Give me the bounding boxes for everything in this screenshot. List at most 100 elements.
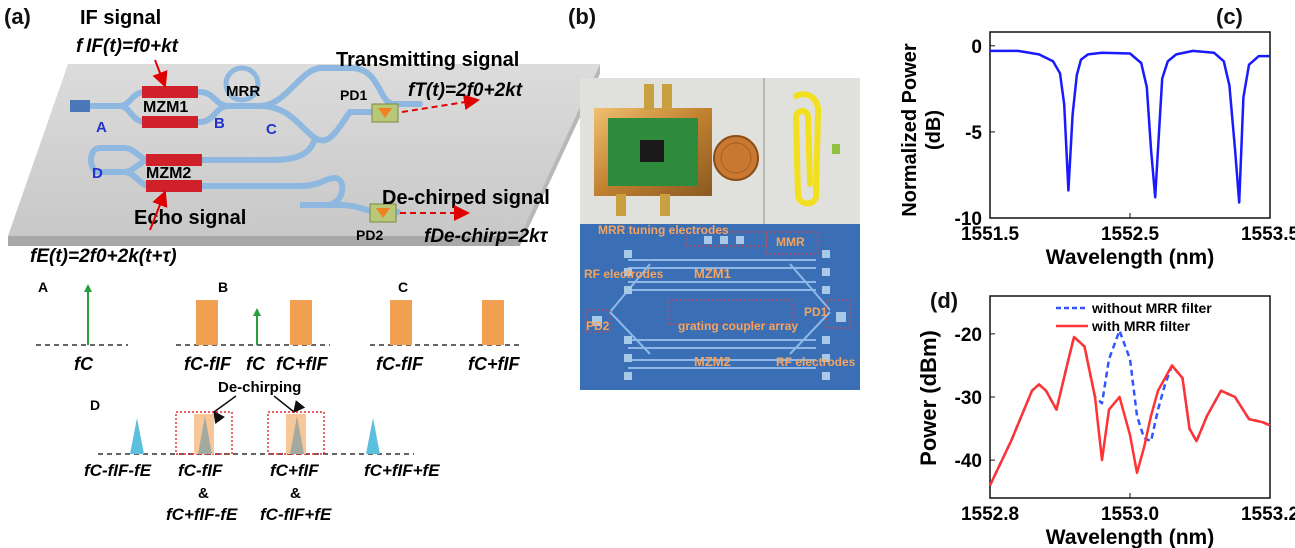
pd1-diode-icon [378, 108, 392, 118]
dechirp-arrow-left [213, 395, 237, 425]
mrr-tuning-label: MRR tuning electrodes [598, 223, 729, 237]
pd1-label: PD1 [340, 87, 367, 103]
point-b-label: B [214, 115, 225, 132]
rf-electrodes-left-label: RF electrodes [584, 267, 664, 281]
x-tick-label: 1552.5 [1101, 224, 1160, 245]
y-tick-label: -20 [955, 325, 982, 346]
rf-connector-4 [660, 194, 670, 216]
rf-connector-3 [616, 194, 626, 216]
echo-label: Echo signal [134, 207, 246, 229]
spectrum-b-freq-lower: fC-fIF [184, 354, 232, 374]
point-a-label: A [96, 119, 107, 136]
spectrum-b-freq-upper: fC+fIF [276, 354, 329, 374]
spectrum-a: A fC [36, 279, 128, 374]
x-tick-label: 1551.5 [961, 224, 1020, 245]
panel-a-label: (a) [4, 4, 31, 29]
spectrum-b-lower-sideband [196, 300, 218, 345]
micrograph-pads [592, 236, 846, 380]
mmr-label: MMR [776, 235, 805, 249]
micrograph-boxes [585, 231, 851, 333]
mzm2-label: MZM2 [146, 165, 191, 182]
y-tick-label: -5 [965, 123, 982, 144]
spectrum-d-sub-right: fC-fIF+fE [260, 505, 332, 524]
chip-platform-edge [8, 236, 520, 246]
spectrum-c-lower-sideband [390, 300, 412, 345]
spectrum-d: D De-chirping fC-fIF-fE fC-fIF fC+fIF fC… [84, 379, 440, 524]
mzm1-electrode-bottom [142, 116, 198, 128]
dechirp-arrow-right [273, 395, 306, 414]
spectrum-d-freq-1: fC-fIF [178, 461, 223, 480]
spectrum-d-freq-2: fC+fIF [270, 461, 319, 480]
if-arrow [152, 59, 168, 88]
coin-ring [720, 142, 752, 174]
rf-connector-2 [662, 84, 672, 110]
spectrum-d-echo-upper [366, 418, 380, 454]
mzm2-electrode-bottom [146, 180, 202, 192]
chip-pd2-label: PD2 [586, 319, 610, 333]
micrograph-labels: MRR tuning electrodes MMR RF electrodes … [584, 223, 856, 369]
panel-c-label: (c) [1216, 4, 1243, 29]
chip-die [640, 140, 664, 162]
panel-b: (b) [568, 4, 860, 390]
y-tick-label: -30 [955, 388, 982, 409]
spectrum-b-upper-sideband [290, 300, 312, 345]
mzm1-label: MZM1 [143, 99, 188, 116]
mrr-label: MRR [226, 83, 260, 100]
dechirping-label: De-chirping [218, 379, 301, 396]
rf-connector-1 [644, 84, 654, 110]
fe-equation: fE(t)=2f0+2k(t+τ) [30, 246, 177, 267]
spectrum-c-label: C [398, 279, 408, 295]
spectrum-d-freq-0: fC-fIF-fE [84, 461, 152, 480]
spectrum-d-freq-3: fC+fIF+fE [364, 461, 440, 480]
series-line-1 [988, 335, 1271, 486]
echo-arrow [149, 190, 168, 231]
y-tick-label: 0 [971, 37, 982, 58]
spectrum-d-and-left: & [198, 485, 209, 502]
spectrum-d-sub-left: fC+fIF-fE [166, 505, 238, 524]
spectrum-b-label: B [218, 279, 228, 295]
rf-electrodes-right-label: RF electrodes [776, 355, 856, 369]
spectrum-c-freq-lower: fC-fIF [376, 354, 424, 374]
mzm2-electrode-top [146, 154, 202, 166]
legend-label-0: without MRR filter [1091, 300, 1212, 316]
spectrum-a-carrier-head [84, 284, 92, 292]
panel-d-label: (d) [930, 288, 958, 313]
dechirped-label: De-chirped signal [382, 187, 550, 209]
pd2-label: PD2 [356, 227, 383, 243]
fdechirp-equation: fDe-chirp=2kτ [424, 226, 549, 247]
point-c-label: C [266, 121, 277, 138]
small-chip [832, 144, 840, 154]
spectrum-d-label: D [90, 397, 100, 413]
x-axis-label: Wavelength (nm) [1046, 246, 1214, 269]
y-axis-label-line1: Normalized Power [899, 43, 921, 217]
pd2-diode-icon [376, 208, 390, 218]
spectrum-d-tri-right [290, 416, 304, 454]
spectrum-d-tri-left [198, 416, 212, 454]
if-signal-label: IF signal [80, 7, 161, 29]
package-photo [594, 84, 712, 216]
x-tick-label: 1553.5 [1241, 224, 1295, 245]
x-axis-label: Wavelength (nm) [1046, 526, 1214, 548]
panel-b-label: (b) [568, 4, 596, 29]
fif-equation: f IF(t)=f0+kt [76, 36, 179, 57]
spectrum-a-label: A [38, 279, 48, 295]
spectrum-c-freq-upper: fC+fIF [468, 354, 521, 374]
panel-a: (a) IF signal f IF(t)=f0+kt MZ [4, 4, 600, 524]
spectrum-a-freq-fc: fC [74, 354, 94, 374]
y-tick-label: -40 [955, 451, 982, 472]
x-tick-label: 1553.2 [1241, 504, 1295, 525]
mrr-ring [223, 65, 261, 103]
x-tick-label: 1553.0 [1101, 504, 1159, 525]
transmit-arrow [401, 94, 480, 113]
spectrum-d-echo-lower [130, 418, 144, 454]
series-line-0 [990, 49, 1270, 204]
chip-mzm2-label: MZM2 [694, 354, 731, 369]
spectrum-c: C fC-fIF fC+fIF [370, 279, 521, 374]
y-axis-label-line2: (dB) [923, 110, 945, 150]
spectrum-b-freq-carrier: fC [246, 354, 266, 374]
